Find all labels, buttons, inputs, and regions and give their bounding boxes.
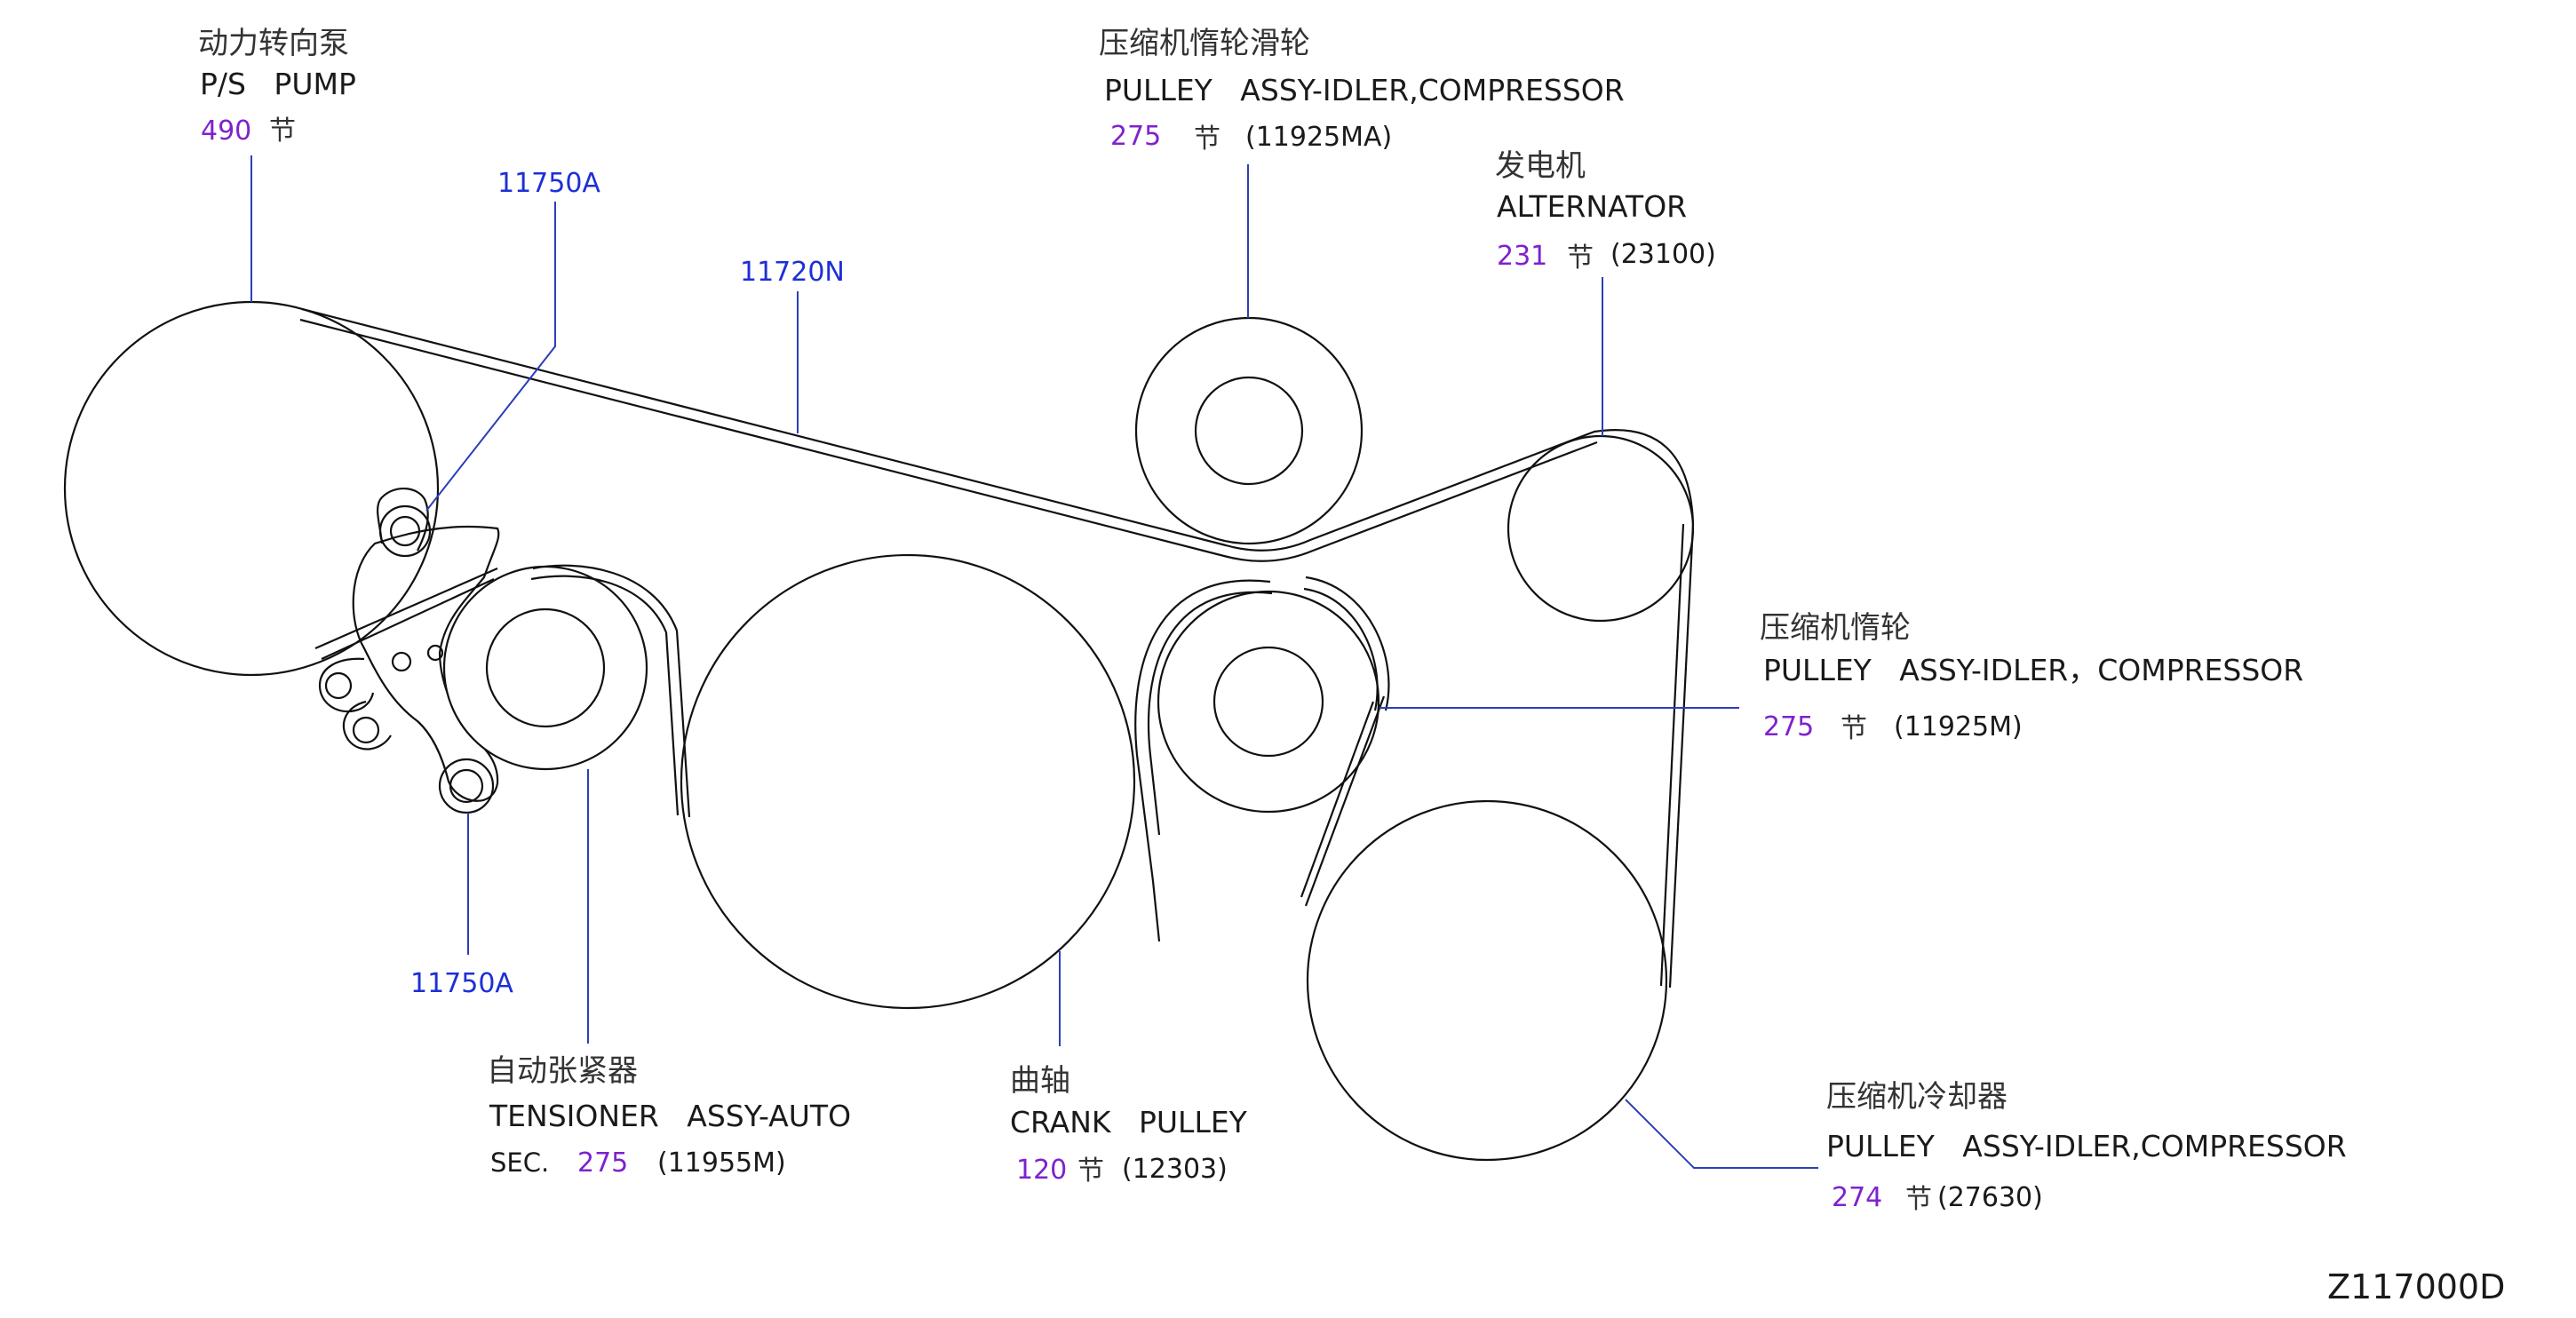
compressor-idler-top-label-en: PULLEY ASSY-IDLER,COMPRESSOR <box>1104 73 1625 107</box>
tensioner-arm <box>376 488 429 552</box>
compressor-idler-mid-part: (11925M) <box>1894 711 2023 742</box>
bracket-ear-mid <box>342 700 392 750</box>
upper-bolt-part-number: 11750A <box>497 168 600 199</box>
alternator-section: 231 <box>1497 241 1547 272</box>
tensioner-pulley <box>442 565 648 771</box>
crank-label-cn: 曲轴 <box>1010 1063 1070 1099</box>
alternator-part: (23100) <box>1610 239 1716 270</box>
bracket-ear-left-hole <box>324 671 353 700</box>
alternator-pulley <box>1507 434 1695 623</box>
ps-pump-section-cn: 节 <box>269 115 296 147</box>
compressor-idler-mid-label-en: PULLEY ASSY-IDLER，COMPRESSOR <box>1763 653 2303 687</box>
compressor-cooler-label-cn: 压缩机冷却器 <box>1826 1079 2008 1115</box>
lower-bolt-part-number: 11750A <box>410 968 513 999</box>
leader-compressor-cooler <box>1625 1099 1818 1169</box>
ps-pump-section: 490 <box>201 115 251 147</box>
compressor-cooler-part: (27630) <box>1937 1182 2043 1213</box>
compressor-idler-mid-section: 275 <box>1763 711 1814 742</box>
compressor-idler-mid-label-cn: 压缩机惰轮 <box>1760 610 1911 646</box>
tensioner-bracket <box>352 525 500 802</box>
crank-pulley <box>680 553 1136 1010</box>
compressor-cooler-section: 274 <box>1832 1182 1882 1213</box>
compressor-idler-mid-pulley <box>1157 590 1380 814</box>
tensioner-part: (11955M) <box>657 1147 786 1179</box>
compressor-cooler-label-en: PULLEY ASSY-IDLER,COMPRESSOR <box>1826 1129 2347 1163</box>
drive-belt-outer <box>301 307 1695 988</box>
alternator-label-cn: 发电机 <box>1495 148 1586 184</box>
tensioner-pulley-hub <box>485 607 606 728</box>
ps-pump-label-cn: 动力转向泵 <box>198 26 349 61</box>
ps-pump-label-en: P/S PUMP <box>200 67 356 101</box>
drive-belt-lower-left <box>314 567 498 660</box>
bracket-ear-mid-hole <box>352 716 380 744</box>
compressor-idler-top-pulley <box>1134 316 1364 545</box>
bracket-ear-left <box>318 657 375 713</box>
upper-bolt-inner <box>389 515 421 547</box>
tensioner-label-en: TENSIONER ASSY-AUTO <box>489 1099 851 1133</box>
crank-label-en: CRANK PULLEY <box>1010 1105 1248 1139</box>
bracket-small-boss <box>391 651 412 672</box>
alternator-label-en: ALTERNATOR <box>1497 189 1687 224</box>
compressor-cooler-pulley <box>1306 799 1668 1162</box>
compressor-idler-top-section-cn: 节 <box>1194 123 1220 155</box>
tensioner-label-cn: 自动张紧器 <box>487 1053 638 1089</box>
upper-bolt-outer <box>378 504 432 558</box>
lower-bolt-inner <box>449 768 484 804</box>
diagram-code: Z117000D <box>2327 1267 2505 1306</box>
alternator-section-cn: 节 <box>1567 242 1594 274</box>
compressor-idler-top-part: (11925MA) <box>1245 122 1392 153</box>
belt-part-number: 11720N <box>740 257 845 288</box>
leader-upper-bolt <box>425 202 556 512</box>
tensioner-section-prefix: SEC. <box>490 1147 549 1178</box>
compressor-idler-mid-section-cn: 节 <box>1841 713 1867 744</box>
crank-section: 120 <box>1016 1155 1067 1186</box>
compressor-idler-top-label-cn: 压缩机惰轮滑轮 <box>1099 26 1310 61</box>
bracket-small-boss-2 <box>426 644 444 662</box>
compressor-idler-top-hub <box>1194 376 1304 486</box>
lower-bolt-outer <box>438 758 495 814</box>
drive-belt-inner <box>299 318 1685 987</box>
compressor-idler-top-section: 275 <box>1110 121 1161 152</box>
crank-part: (12303) <box>1122 1154 1228 1185</box>
crank-section-cn: 节 <box>1077 1155 1104 1187</box>
compressor-cooler-section-cn: 节 <box>1905 1184 1932 1215</box>
compressor-idler-mid-hub <box>1212 646 1324 758</box>
tensioner-section: 275 <box>577 1147 628 1179</box>
